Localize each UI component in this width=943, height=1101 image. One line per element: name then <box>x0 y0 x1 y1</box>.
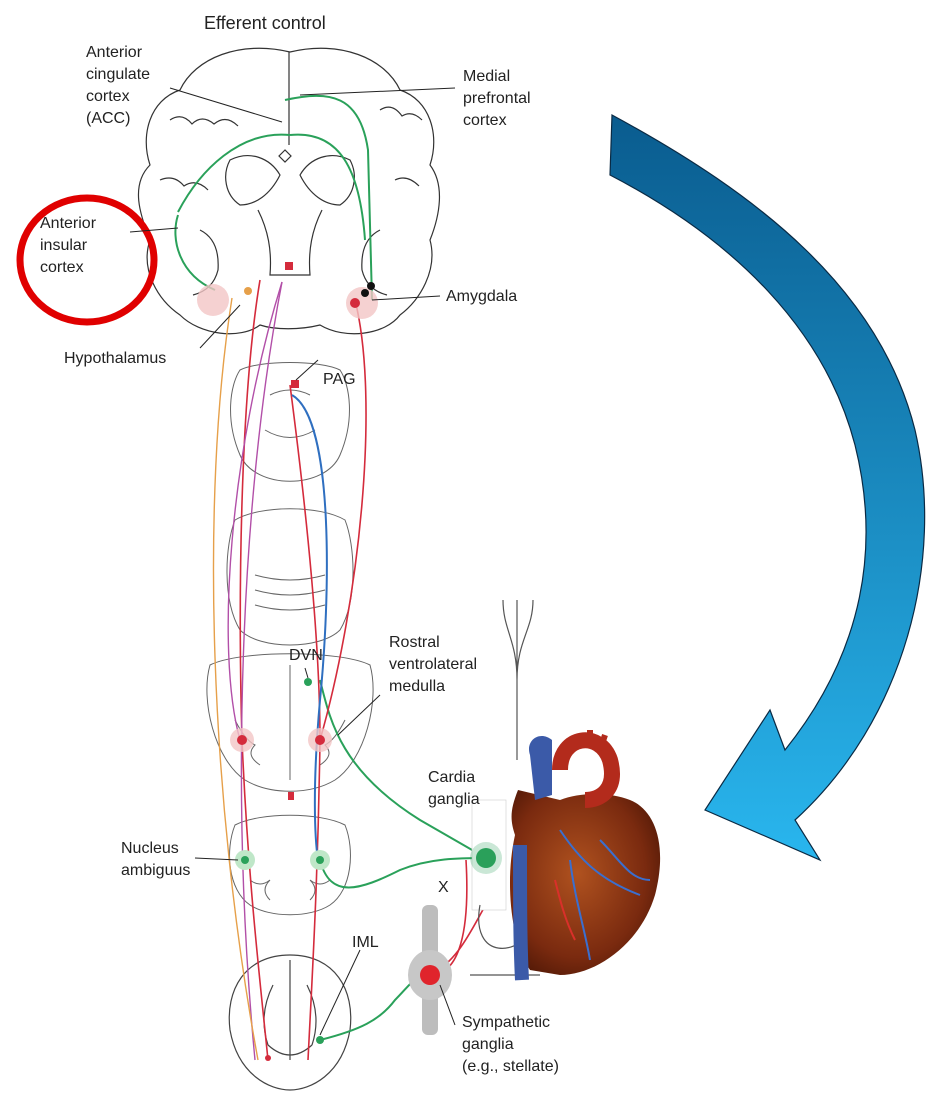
leader-lines <box>130 88 455 1035</box>
medulla-upper-section <box>207 654 373 792</box>
pons-section <box>227 509 353 645</box>
diagram-title: Efferent control <box>204 12 326 34</box>
blue-pathways <box>292 395 327 860</box>
cardiac-ganglia <box>470 800 506 910</box>
label-cardia-ganglia: Cardia ganglia <box>428 767 480 811</box>
heart-icon <box>510 730 660 980</box>
label-rostral-ventrolateral-medulla: Rostral ventrolateral medulla <box>389 632 477 698</box>
label-hypothalamus: Hypothalamus <box>64 348 166 370</box>
label-sympathetic-ganglia: Sympathetic ganglia (e.g., stellate) <box>462 1012 559 1078</box>
label-pag: PAG <box>323 369 356 391</box>
label-anterior-cingulate-cortex: Anterior cingulate cortex (ACC) <box>86 42 150 130</box>
label-dvn: DVN <box>289 645 323 667</box>
magenta-pathways <box>228 282 282 1060</box>
label-medial-prefrontal-cortex: Medial prefrontal cortex <box>463 66 531 132</box>
label-nucleus-ambiguus: Nucleus ambiguus <box>121 838 190 882</box>
curved-arrow-icon <box>610 115 925 860</box>
label-anterior-insular-cortex: Anterior insular cortex <box>40 213 96 279</box>
label-iml: IML <box>352 932 379 954</box>
sympathetic-ganglion <box>408 905 452 1035</box>
label-amygdala: Amygdala <box>446 286 517 308</box>
label-x: X <box>438 877 449 899</box>
orange-pathways <box>213 298 258 1060</box>
